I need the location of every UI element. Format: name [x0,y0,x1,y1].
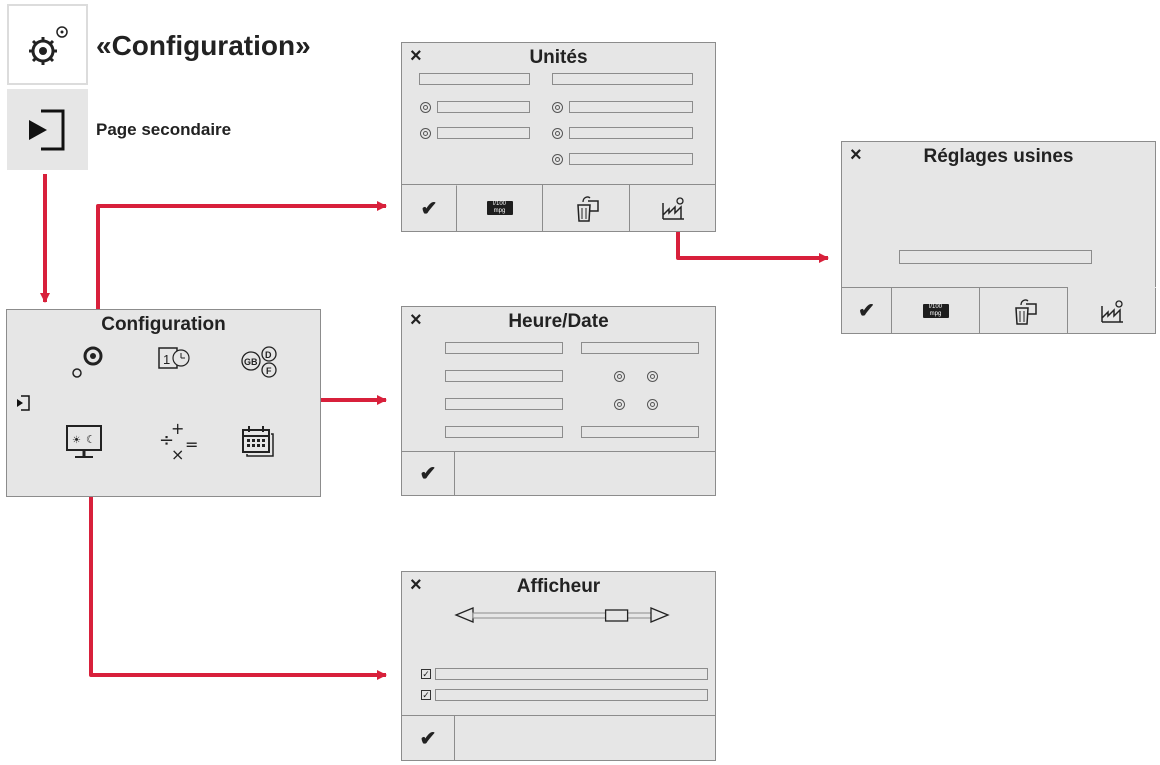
confirm-button[interactable]: ✔ [402,185,457,231]
confirm-button[interactable]: ✔ [402,452,455,495]
svg-text:GB: GB [244,357,258,367]
svg-text:=: = [185,435,198,454]
factory-panel-title: Réglages usines [923,146,1074,167]
close-icon[interactable]: × [410,45,422,67]
slider-left-arrow-icon[interactable] [454,607,474,623]
arrow-to-factory [676,229,829,263]
delete-button[interactable] [543,185,630,231]
confirm-button[interactable]: ✔ [402,716,455,760]
page-title: «Configuration» [96,30,311,61]
exit-small-icon[interactable] [17,395,30,411]
svg-text:+: + [171,419,184,438]
slider-thumb[interactable] [604,609,629,622]
units-radio[interactable] [420,102,431,113]
time-radio[interactable] [614,399,625,410]
calendar-icon[interactable] [242,426,274,457]
time-button-bar: ✔ [402,451,715,495]
unit-badge-icon: l/100 mpg [486,201,513,215]
display-icon[interactable]: ☀ ☾ [66,425,102,458]
slider-right-arrow-icon[interactable] [650,607,670,623]
svg-text:×: × [171,445,184,464]
delete-button[interactable] [980,288,1068,333]
time-date-panel: × Heure/Date ✔ [401,306,716,496]
time-field[interactable] [445,370,563,382]
calculator-icon[interactable]: ÷ + × = [159,419,198,464]
time-radio[interactable] [647,371,658,382]
factory-button-bar: ✔ l/100 mpg [842,287,1156,333]
check-icon: ✔ [420,198,438,220]
units-field[interactable] [569,127,693,139]
close-icon[interactable]: × [850,144,862,166]
page-subtitle: Page secondaire [96,120,232,139]
units-field[interactable] [419,73,530,85]
units-panel: × Unités ✔ l/100 mpg [401,42,716,232]
factory-icon [662,197,684,220]
exit-button-box[interactable] [7,89,88,170]
time-field[interactable] [581,342,699,354]
language-icon[interactable]: GB D F [241,346,277,378]
arrow-to-display [89,476,387,680]
time-radio[interactable] [614,371,625,382]
units-panel-title: Unités [529,47,588,68]
units-radio[interactable] [552,128,563,139]
factory-reset-button[interactable] [630,185,716,231]
checkbox[interactable]: ✓ [421,669,431,679]
factory-settings-panel: × Réglages usines ✔ l/100 mpg [841,141,1156,334]
units-radio[interactable] [420,128,431,139]
configuration-panel-title: Configuration [101,314,226,335]
units-radio[interactable] [552,102,563,113]
time-field[interactable] [445,426,563,438]
checkbox[interactable]: ✓ [421,690,431,700]
svg-text:F: F [266,366,272,376]
check-icon: ✔ [419,727,437,750]
display-field[interactable] [435,668,708,680]
display-field[interactable] [435,689,708,701]
time-field[interactable] [581,426,699,438]
units-toggle-button[interactable]: l/100 mpg [457,185,543,231]
units-button-bar: ✔ l/100 mpg [402,184,715,231]
units-field[interactable] [569,153,693,165]
factory-icon [1101,299,1123,323]
svg-text:D: D [265,350,272,360]
svg-text:☀: ☀ [72,435,81,446]
unit-badge-icon: l/100 mpg [922,303,949,318]
configuration-panel-icons: 1 GB D F ☀ ☾ ÷ + × = [17,346,277,464]
units-field[interactable] [437,127,530,139]
close-icon[interactable]: × [410,574,422,596]
arrow-to-units [96,201,387,336]
date-time-icon[interactable]: 1 [158,347,190,369]
svg-text:÷: ÷ [159,430,174,451]
check-icon: ✔ [858,300,875,322]
time-field[interactable] [445,398,563,410]
units-field[interactable] [552,73,693,85]
factory-reset-button[interactable] [1068,287,1156,333]
config-icon-box [7,4,88,85]
time-panel-title: Heure/Date [508,311,609,332]
units-field[interactable] [569,101,693,113]
svg-text:☾: ☾ [86,433,96,446]
trash-icon [577,196,599,222]
time-field[interactable] [445,342,563,354]
units-radio[interactable] [552,154,563,165]
exit-icon [29,109,65,151]
trash-icon [1014,298,1037,325]
units-field[interactable] [437,101,530,113]
svg-text:1: 1 [163,352,170,367]
units-toggle-button[interactable]: l/100 mpg [892,288,980,333]
display-panel: × Afficheur ✓ ✓ ✔ [401,571,716,761]
brightness-slider[interactable] [402,572,717,652]
factory-field[interactable] [899,250,1092,264]
configuration-panel: Configuration 1 GB D F [6,309,321,497]
settings-gears-icon[interactable] [72,346,103,378]
confirm-button[interactable]: ✔ [842,288,892,333]
display-panel-title: Afficheur [516,576,601,597]
display-button-bar: ✔ [402,715,715,760]
gears-icon [29,26,68,65]
check-icon: ✔ [419,463,437,485]
close-icon[interactable]: × [410,309,422,331]
time-radio[interactable] [647,399,658,410]
